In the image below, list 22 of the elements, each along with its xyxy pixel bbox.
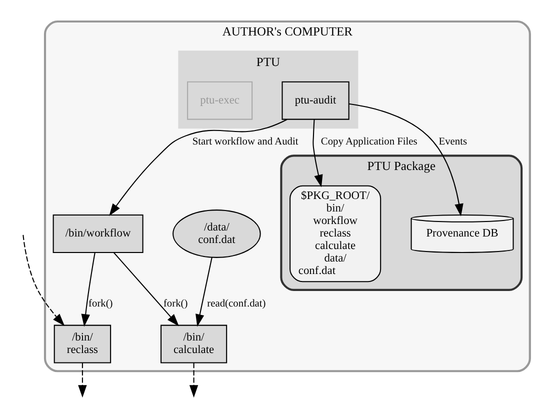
arrow: [78, 362, 86, 398]
arrow: [348, 102, 463, 216]
node-ellipse: /data/ conf.dat: [172, 209, 260, 258]
node-box: /bin/workflow: [52, 214, 143, 253]
node-box: ptu-audit: [281, 80, 349, 120]
arrow: [22, 234, 64, 326]
arrow: [80, 252, 95, 326]
node-box: /bin/ reclass: [53, 324, 111, 363]
arrow: [195, 256, 212, 326]
arrow: [108, 118, 287, 216]
edge-label: Start workflow and Audit: [192, 136, 298, 147]
edge-label: fork(): [88, 298, 112, 310]
edge-label: read(conf.dat): [206, 298, 266, 310]
node-box: /bin/ calculate: [160, 324, 227, 363]
arrow: [112, 252, 179, 326]
edge-label: Copy Application Files: [320, 136, 417, 147]
node-box: ptu-exec: [186, 80, 252, 120]
arrow: [312, 118, 322, 187]
arrow: [188, 362, 198, 398]
edge-label: Events: [438, 136, 467, 147]
edge-label: fork(): [162, 298, 188, 310]
node-box: $PKG_ROOT/ bin/ workflow reclass calculate data/ conf.dat: [289, 184, 381, 282]
